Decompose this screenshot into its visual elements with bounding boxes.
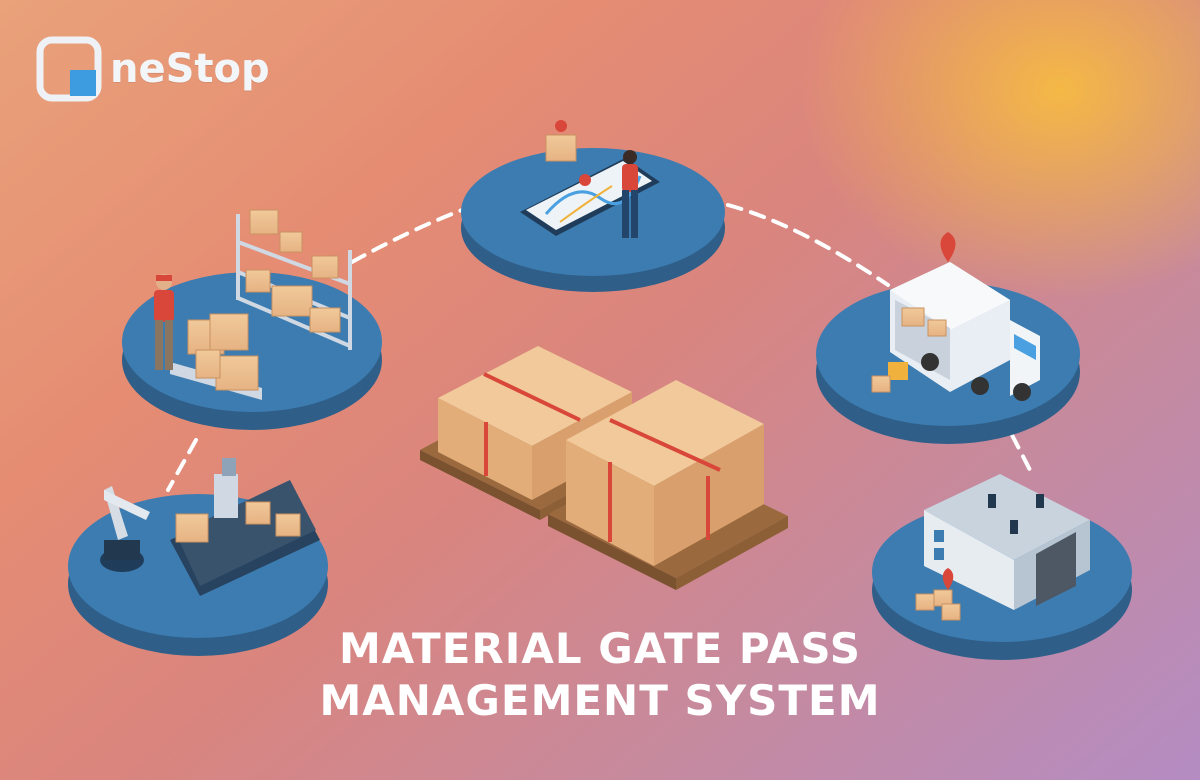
worker-shelves-icon	[154, 209, 352, 400]
connector-tracking-to-truck	[726, 203, 890, 287]
headline-line-1: MATERIAL GATE PASS	[339, 624, 861, 673]
connector-shelving-to-conveyor	[166, 438, 198, 492]
station-warehouse-shelving	[122, 209, 382, 430]
connection-lines	[166, 203, 1032, 492]
station-automated-conveyor	[68, 458, 328, 656]
warehouse-building-icon	[915, 474, 1090, 621]
logo-wordmark: neStop	[110, 46, 270, 92]
robot-arm-conveyor-icon	[100, 458, 320, 596]
onestop-logo: neStop	[36, 36, 316, 106]
truck-loading-icon	[871, 232, 1040, 401]
station-inventory-tracking	[461, 120, 725, 292]
headline-line-2: MANAGEMENT SYSTEM	[319, 676, 881, 725]
logo-mark-icon	[36, 36, 102, 102]
connector-shelving-to-tracking	[350, 208, 464, 264]
connector-truck-to-warehouse	[1010, 433, 1032, 472]
center-pallet-stacks	[420, 346, 788, 590]
station-truck-loading	[816, 232, 1080, 444]
station-warehouse-building	[872, 474, 1132, 660]
phone-map-tracking-icon	[520, 120, 660, 238]
